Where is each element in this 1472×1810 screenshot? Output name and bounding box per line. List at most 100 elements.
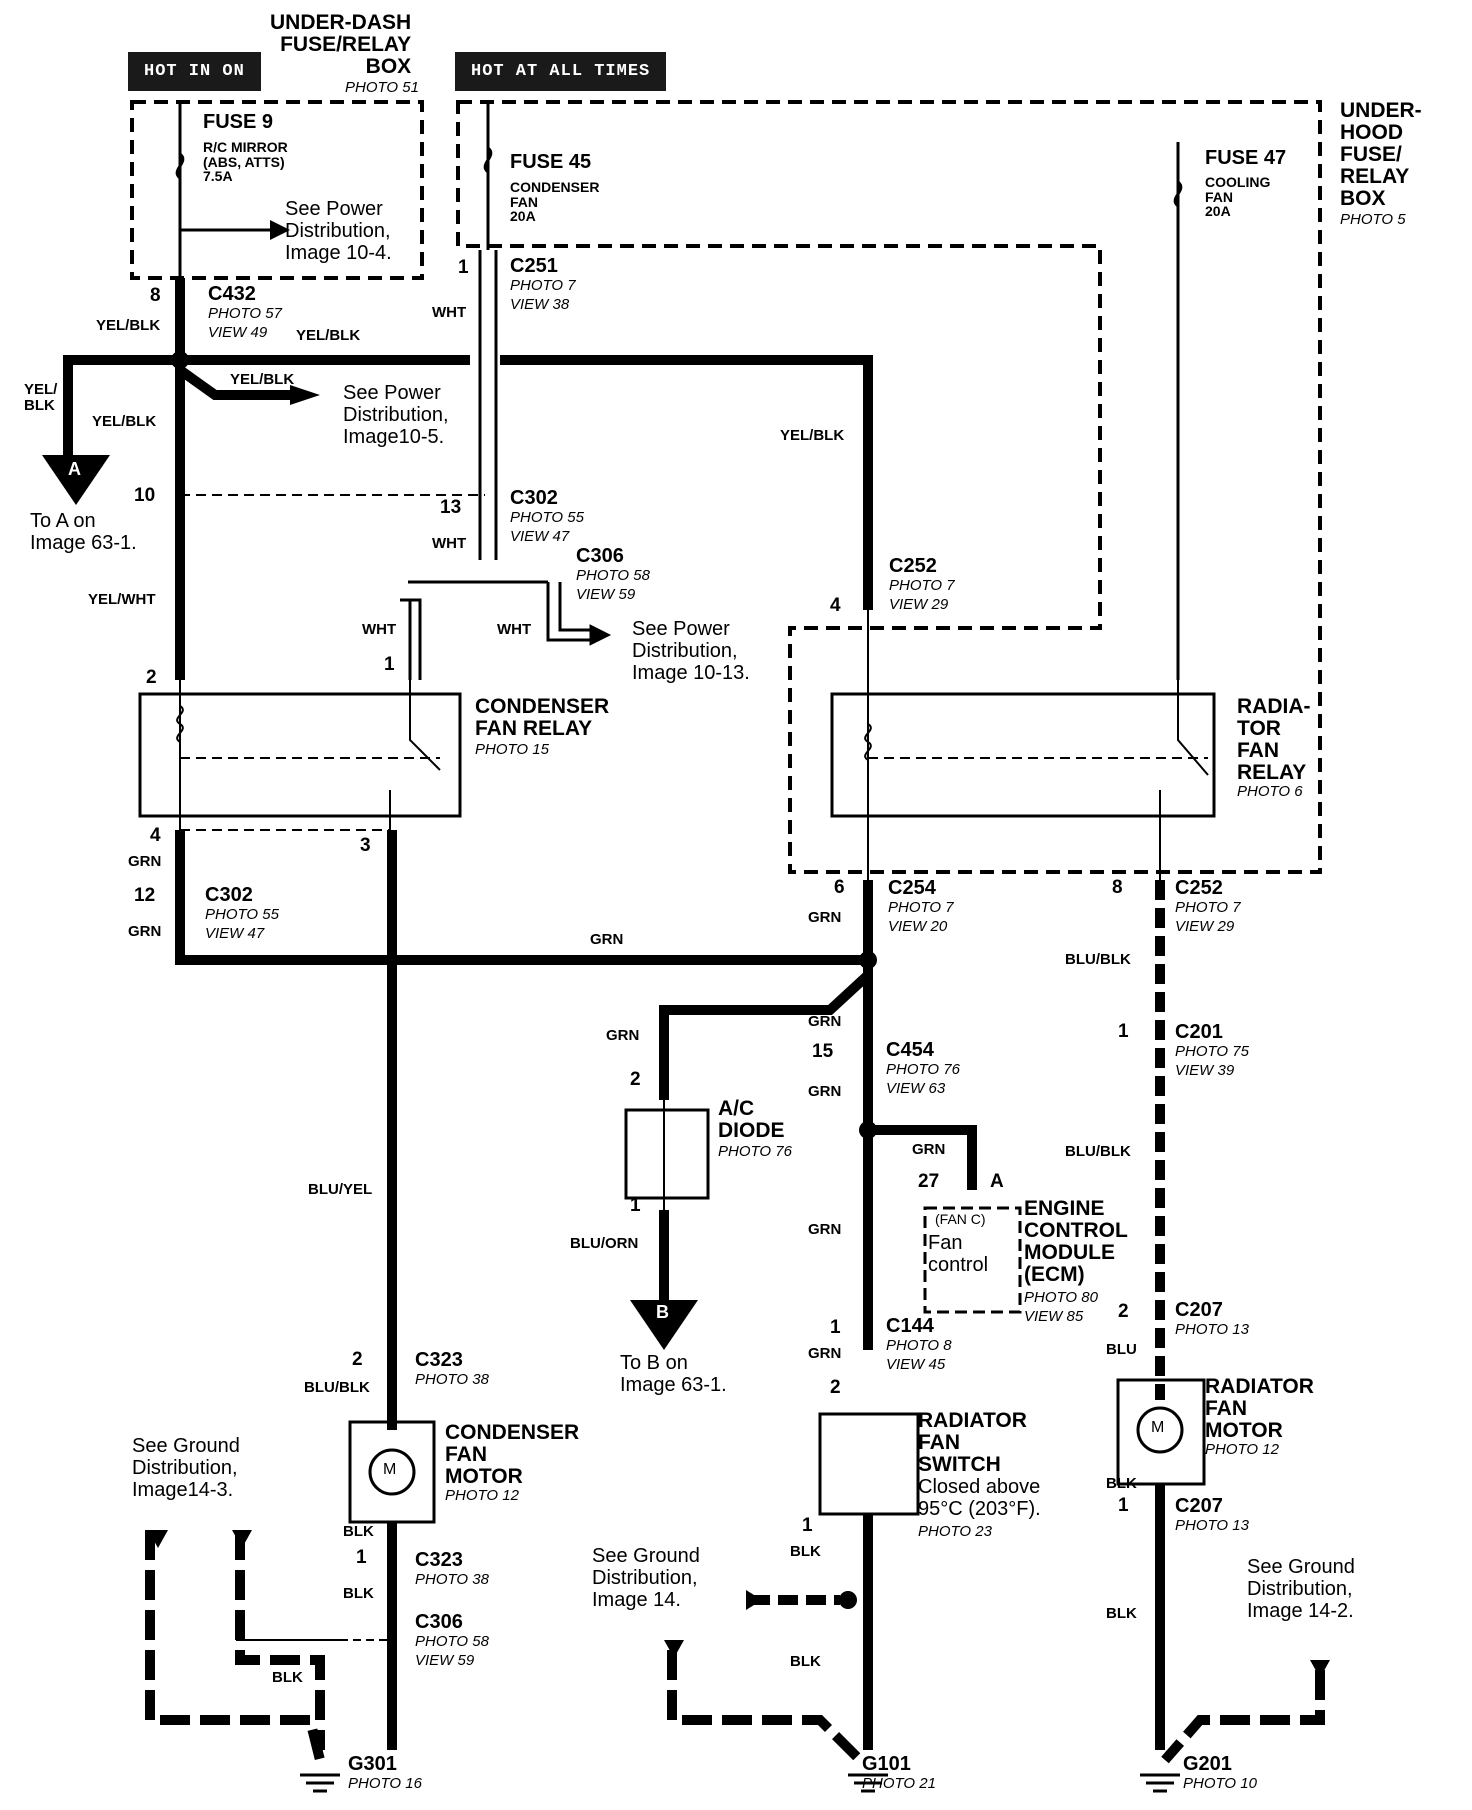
pin-number: 1	[830, 1317, 841, 1338]
wire-label: BLK	[343, 1523, 374, 1540]
pin-number: 2	[1118, 1301, 1129, 1322]
c306-lower-photo: PHOTO 58	[415, 1633, 489, 1650]
ecm-name: ENGINE CONTROL MODULE (ECM)	[1024, 1197, 1128, 1287]
to-a-note: To A on Image 63-1.	[30, 510, 137, 554]
pin-number: 27	[918, 1171, 940, 1192]
under-dash-box-outline	[130, 100, 424, 280]
ecm-photo: PHOTO 80	[1024, 1289, 1098, 1306]
condenser-motor-symbol: M	[383, 1461, 397, 1478]
c254-view: VIEW 20	[888, 918, 948, 935]
fuse-45-label: FUSE 45	[510, 151, 592, 173]
fuse-9-label: FUSE 9	[203, 111, 274, 133]
pin-number: 8	[1112, 877, 1123, 898]
g201-label: G201	[1183, 1753, 1232, 1775]
c302-upper-photo: PHOTO 55	[510, 509, 584, 526]
pin-number: 1	[1118, 1495, 1129, 1516]
power-dist-note-10-13: See Power Distribution, Image 10-13.	[632, 618, 750, 684]
c306-upper-view: VIEW 59	[576, 586, 636, 603]
condenser-relay-box	[138, 692, 462, 818]
wire-label: GRN	[808, 1013, 842, 1030]
ecm-fan-c-pin: (FAN C)	[935, 1211, 986, 1227]
ground-dist-note-14-2: See Ground Distribution, Image 14-2.	[1247, 1556, 1355, 1622]
c254-photo: PHOTO 7	[888, 899, 954, 916]
pin-number: 1	[630, 1195, 641, 1216]
hot-at-all-times-banner: HOT AT ALL TIMES	[455, 52, 667, 91]
ecm-view: VIEW 85	[1024, 1308, 1084, 1325]
under-hood-box-photo: PHOTO 5	[1340, 211, 1406, 228]
under-hood-box-outline	[456, 100, 1322, 874]
c144-label: C144	[886, 1315, 934, 1337]
c454-label: C454	[886, 1039, 934, 1061]
arrow-b	[630, 1300, 698, 1350]
ac-diode-box	[624, 1108, 710, 1200]
wire-label: BLU/BLK	[1065, 1143, 1131, 1160]
wire-label: YEL/ BLK	[24, 381, 58, 414]
pin-number: 2	[352, 1349, 363, 1370]
pin-number: 8	[150, 285, 161, 306]
c251-label: C251	[510, 255, 558, 277]
wire-label: BLU	[1106, 1341, 1137, 1358]
pin-number: 2	[830, 1377, 841, 1398]
wire-label: BLK	[343, 1585, 374, 1602]
radiator-relay-photo: PHOTO 6	[1237, 783, 1303, 800]
ecm-fan-control-text: Fan control	[928, 1232, 989, 1276]
c302-lower-photo: PHOTO 55	[205, 906, 279, 923]
wire-label: BLK	[1106, 1605, 1137, 1622]
c302-lower-view: VIEW 47	[205, 925, 265, 942]
pin-number: 1	[356, 1547, 367, 1568]
c251-photo: PHOTO 7	[510, 277, 576, 294]
pin-number: 2	[146, 667, 157, 688]
hot-in-on-banner: HOT IN ON	[128, 52, 261, 91]
wire-label: YEL/BLK	[780, 427, 845, 444]
c254-label: C254	[888, 877, 936, 899]
c201-photo: PHOTO 75	[1175, 1043, 1249, 1060]
c323-lower-photo: PHOTO 38	[415, 1571, 489, 1588]
pin-number: 3	[360, 835, 371, 856]
wire-label: WHT	[362, 621, 397, 638]
pin-number: 1	[384, 654, 395, 675]
power-dist-note-10-4: See Power Distribution, Image 10-4.	[285, 198, 392, 264]
wire-label: BLU/BLK	[304, 1379, 370, 1396]
pin-number: 6	[834, 877, 845, 898]
c432-label: C432	[208, 283, 256, 305]
c432-photo: PHOTO 57	[208, 305, 282, 322]
fuse-47-label: FUSE 47	[1205, 147, 1287, 169]
radiator-motor-symbol: M	[1151, 1419, 1165, 1436]
ground-dist-note-14-3: See Ground Distribution, Image14-3.	[132, 1435, 240, 1501]
condenser-fan-motor-name: CONDENSER FAN MOTOR	[445, 1421, 580, 1489]
condenser-relay-photo: PHOTO 15	[475, 741, 549, 758]
c207-upper-label: C207	[1175, 1299, 1223, 1321]
c252-upper-label: C252	[889, 555, 937, 577]
radiator-fan-switch-name: RADIATOR FAN SWITCH	[918, 1409, 1027, 1477]
c207-lower-photo: PHOTO 13	[1175, 1517, 1249, 1534]
ground-dist-note-14: See Ground Distribution, Image 14.	[592, 1545, 700, 1611]
to-b-note: To B on Image 63-1.	[620, 1352, 727, 1396]
c207-upper-photo: PHOTO 13	[1175, 1321, 1249, 1338]
fuse-47-desc: COOLING FAN 20A	[1205, 174, 1271, 220]
ac-diode-name: A/C DIODE	[718, 1097, 785, 1143]
c252-lower-label: C252	[1175, 877, 1223, 899]
wire-label: GRN	[128, 923, 162, 940]
c251-view: VIEW 38	[510, 296, 570, 313]
wire-label: YEL/BLK	[230, 371, 295, 388]
wire-label: GRN	[590, 931, 624, 948]
g301-photo: PHOTO 16	[348, 1775, 422, 1792]
radiator-fan-motor-name: RADIATOR FAN MOTOR	[1205, 1375, 1314, 1443]
c201-label: C201	[1175, 1021, 1223, 1043]
c144-photo: PHOTO 8	[886, 1337, 952, 1354]
under-dash-box-photo: PHOTO 51	[345, 79, 419, 96]
wire-label: WHT	[432, 304, 467, 321]
c302-upper-view: VIEW 47	[510, 528, 570, 545]
pin-number: 15	[812, 1041, 834, 1062]
wire-label: WHT	[432, 535, 467, 552]
arrow-a-letter: A	[68, 459, 81, 479]
fuse-9-desc: R/C MIRROR (ABS, ATTS) 7.5A	[203, 139, 288, 185]
arrow-a	[42, 455, 110, 505]
wire-label: GRN	[912, 1141, 946, 1158]
radiator-fan-switch-desc: Closed above 95°C (203°F).	[918, 1476, 1041, 1520]
c252-lower-view: VIEW 29	[1175, 918, 1235, 935]
pin-number: 13	[440, 497, 462, 518]
under-dash-box-title: UNDER-DASH FUSE/RELAY BOX	[270, 11, 412, 79]
wire-label: BLK	[790, 1543, 821, 1560]
under-hood-box-title: UNDER- HOOD FUSE/ RELAY BOX	[1340, 99, 1422, 211]
